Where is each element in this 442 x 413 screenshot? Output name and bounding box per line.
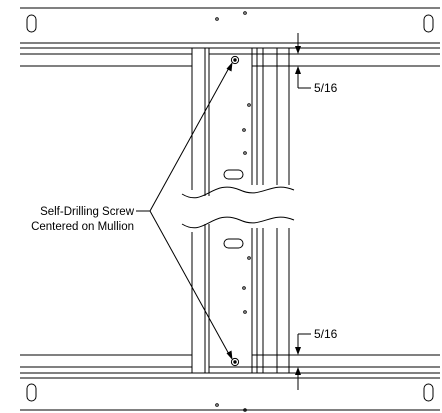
bottom-rail <box>20 354 440 368</box>
dimension-top <box>252 33 311 89</box>
dimension-top-arrow-down <box>295 46 301 54</box>
bottom-panel <box>20 372 440 412</box>
leader-arrowhead-top <box>226 62 233 72</box>
top-left-slot <box>26 14 37 33</box>
leader-arrowhead-bottom <box>226 350 233 360</box>
callout-label-line2: Centered on Mullion <box>31 221 134 233</box>
lower-mullion-slot <box>223 238 244 249</box>
dimension-bottom-arrow-down <box>295 347 301 355</box>
top-right-slot <box>423 14 434 33</box>
bottom-left-slot <box>26 383 37 402</box>
bottom-right-slot <box>423 383 434 402</box>
screw-top <box>230 55 240 65</box>
mullion-upper <box>204 48 290 196</box>
dimension-bottom-label: 5/16 <box>314 327 338 341</box>
dimension-top-arrow-up <box>295 66 301 74</box>
dimension-bottom-arrow-up <box>295 367 301 375</box>
mullion-lower <box>191 224 290 373</box>
break-lines <box>181 186 295 229</box>
dimension-top-label: 5/16 <box>314 81 338 95</box>
callout-label-line1: Self-Drilling Screw <box>40 206 135 218</box>
top-rail <box>20 48 440 190</box>
dimension-bottom <box>252 333 311 390</box>
upper-mullion-slot <box>223 169 244 180</box>
callout-leaders <box>136 65 231 357</box>
screw-bottom <box>230 357 240 367</box>
top-panel <box>20 7 440 49</box>
